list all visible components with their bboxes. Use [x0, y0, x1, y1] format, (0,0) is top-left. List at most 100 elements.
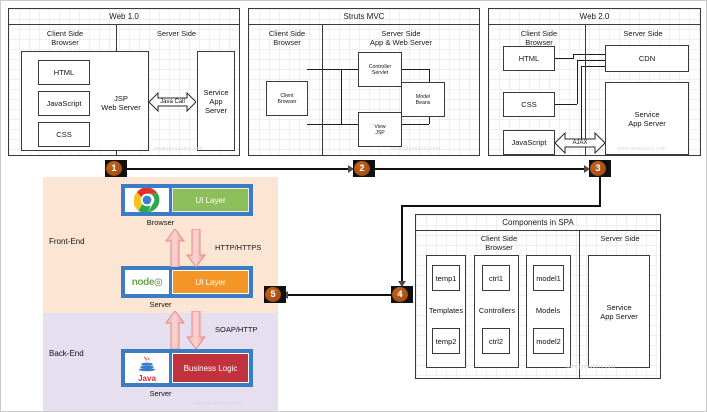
wire-client-top [307, 69, 342, 70]
label-soap-http: SOAP/HTTP [215, 325, 258, 334]
servlet-text: Servlet [371, 69, 389, 76]
flow-2-to-3 [371, 168, 587, 170]
app-web-server-text: App & Web Server [370, 38, 432, 47]
column-header-server-side: Server Side [587, 29, 699, 38]
label-http-https: HTTP/HTTPS [215, 243, 262, 252]
watermark: www.javaquery.com [193, 401, 243, 407]
box-client-browser: Client Browser [266, 81, 308, 116]
browser-text: Browser [51, 38, 79, 47]
flow-1-to-2 [121, 168, 351, 170]
app-server-text: App Server [204, 96, 228, 115]
ajax-arrow: AJAX [555, 132, 605, 154]
caption-browser: Browser [146, 218, 175, 227]
ui-layer-browser: UI Layer [172, 188, 249, 212]
flow-arrow-to-3 [584, 165, 590, 173]
label-front-end: Front-End [49, 237, 85, 246]
flow-4-to-5 [287, 294, 401, 296]
client-side-text: Client Side [520, 29, 558, 38]
business-logic-layer: Business Logic [172, 353, 249, 383]
column-header-server-side: Server Side App & Web Server [325, 29, 477, 47]
box-cdn: CDN [605, 45, 689, 72]
app-server-text: App Server [628, 118, 666, 128]
item-model1: model1 [533, 265, 564, 291]
caption-java-server: Server [149, 389, 172, 398]
badge-1[interactable]: 1 [105, 160, 127, 177]
panel-divider [579, 230, 580, 378]
flow-3-left [401, 205, 601, 207]
browser-text: Browser [277, 98, 297, 105]
label-back-end: Back-End [49, 349, 84, 358]
watermark: www.javaquery.com [617, 146, 667, 152]
label-jsp-web-server: JSP Web Server [93, 94, 149, 112]
nodejs-logo-text: node◎ [132, 277, 163, 288]
chrome-logo [125, 188, 169, 212]
badge-3[interactable]: 3 [589, 160, 611, 177]
wire-client-to-controller [341, 69, 342, 124]
watermark: www.javaquery.com [566, 364, 616, 370]
column-header-client-side: Client Side Browser [253, 29, 321, 47]
label-models: Models [535, 306, 561, 315]
wire-css-riser [577, 60, 578, 104]
box-controller-servlet: Controller Servlet [358, 52, 402, 87]
wire-controller-left [341, 69, 358, 70]
box-model-beans: Model Beans [401, 82, 445, 117]
nodejs-logo: node◎ [125, 270, 169, 294]
app-server-text: App Server [600, 311, 638, 321]
flow-arrow-to-4 [398, 281, 406, 287]
server-side-text: Server Side [600, 234, 640, 243]
badge-5-number: 5 [265, 287, 281, 302]
java-logo: Java [125, 353, 169, 383]
box-css: CSS [38, 122, 90, 147]
panel-divider [322, 24, 323, 155]
item-model2: model2 [533, 328, 564, 354]
server-side-text: Server Side [381, 29, 421, 38]
wire-html-out [555, 58, 573, 59]
client-side-text: Client Side [268, 29, 306, 38]
beans-text: Beans [415, 99, 431, 106]
caption-node-server: Server [149, 300, 172, 309]
wire-html-to-cdn [573, 54, 605, 55]
badge-4[interactable]: 4 [391, 286, 413, 303]
node-hex-glyph: ◎ [153, 276, 163, 288]
service-text: Service [634, 109, 660, 119]
web-server-text: Web Server [101, 103, 141, 112]
box-css: CSS [503, 92, 555, 117]
wire-view-right [401, 124, 429, 125]
label-templates: Templates [428, 306, 464, 315]
panel-title-web-2-0: Web 2.0 [489, 9, 700, 25]
wire-controller-right [401, 69, 429, 70]
wire-js-riser [581, 66, 582, 142]
arrows-http [165, 228, 211, 268]
panel-web-1-0: Web 1.0 Client Side Browser Server Side … [8, 8, 240, 156]
panel-title-struts-mvc: Struts MVC [249, 9, 479, 25]
jsp-text: JSP [114, 94, 128, 103]
panel-title-spa: Components in SPA [416, 215, 660, 231]
browser-text: Browser [485, 243, 513, 252]
column-header-client-side: Client Side Browser [420, 234, 578, 252]
browser-text: Browser [525, 38, 553, 47]
watermark: www.javaquery.com [391, 146, 441, 152]
client-side-text: Client Side [480, 234, 518, 243]
panel-struts-mvc: Struts MVC Client Side Browser Server Si… [248, 8, 480, 156]
label-controllers: Controllers [478, 306, 516, 315]
java-wordmark: Java [138, 373, 156, 383]
node-wordmark: node [131, 276, 155, 288]
item-temp2: temp2 [432, 328, 460, 354]
badge-5[interactable]: 5 [264, 286, 286, 303]
column-header-server-side: Server Side [119, 29, 234, 38]
arrows-soap [165, 310, 211, 350]
watermark: www.javaquery.com [154, 146, 204, 152]
column-header-server-side: Server Side [581, 234, 659, 243]
service-text: Service [203, 87, 229, 97]
item-temp1: temp1 [432, 265, 460, 291]
box-view-jsp: View JSP [358, 112, 402, 147]
badge-2[interactable]: 2 [353, 160, 375, 177]
tech-row-node-server: node◎ UI Layer [121, 266, 253, 298]
box-javascript: JavaScript [503, 130, 555, 155]
ajax-label: AJAX [572, 140, 588, 146]
wire-view-left [341, 124, 358, 125]
jsp-text: JSP [375, 129, 385, 136]
badge-2-number: 2 [354, 161, 370, 176]
box-html: HTML [38, 60, 90, 85]
